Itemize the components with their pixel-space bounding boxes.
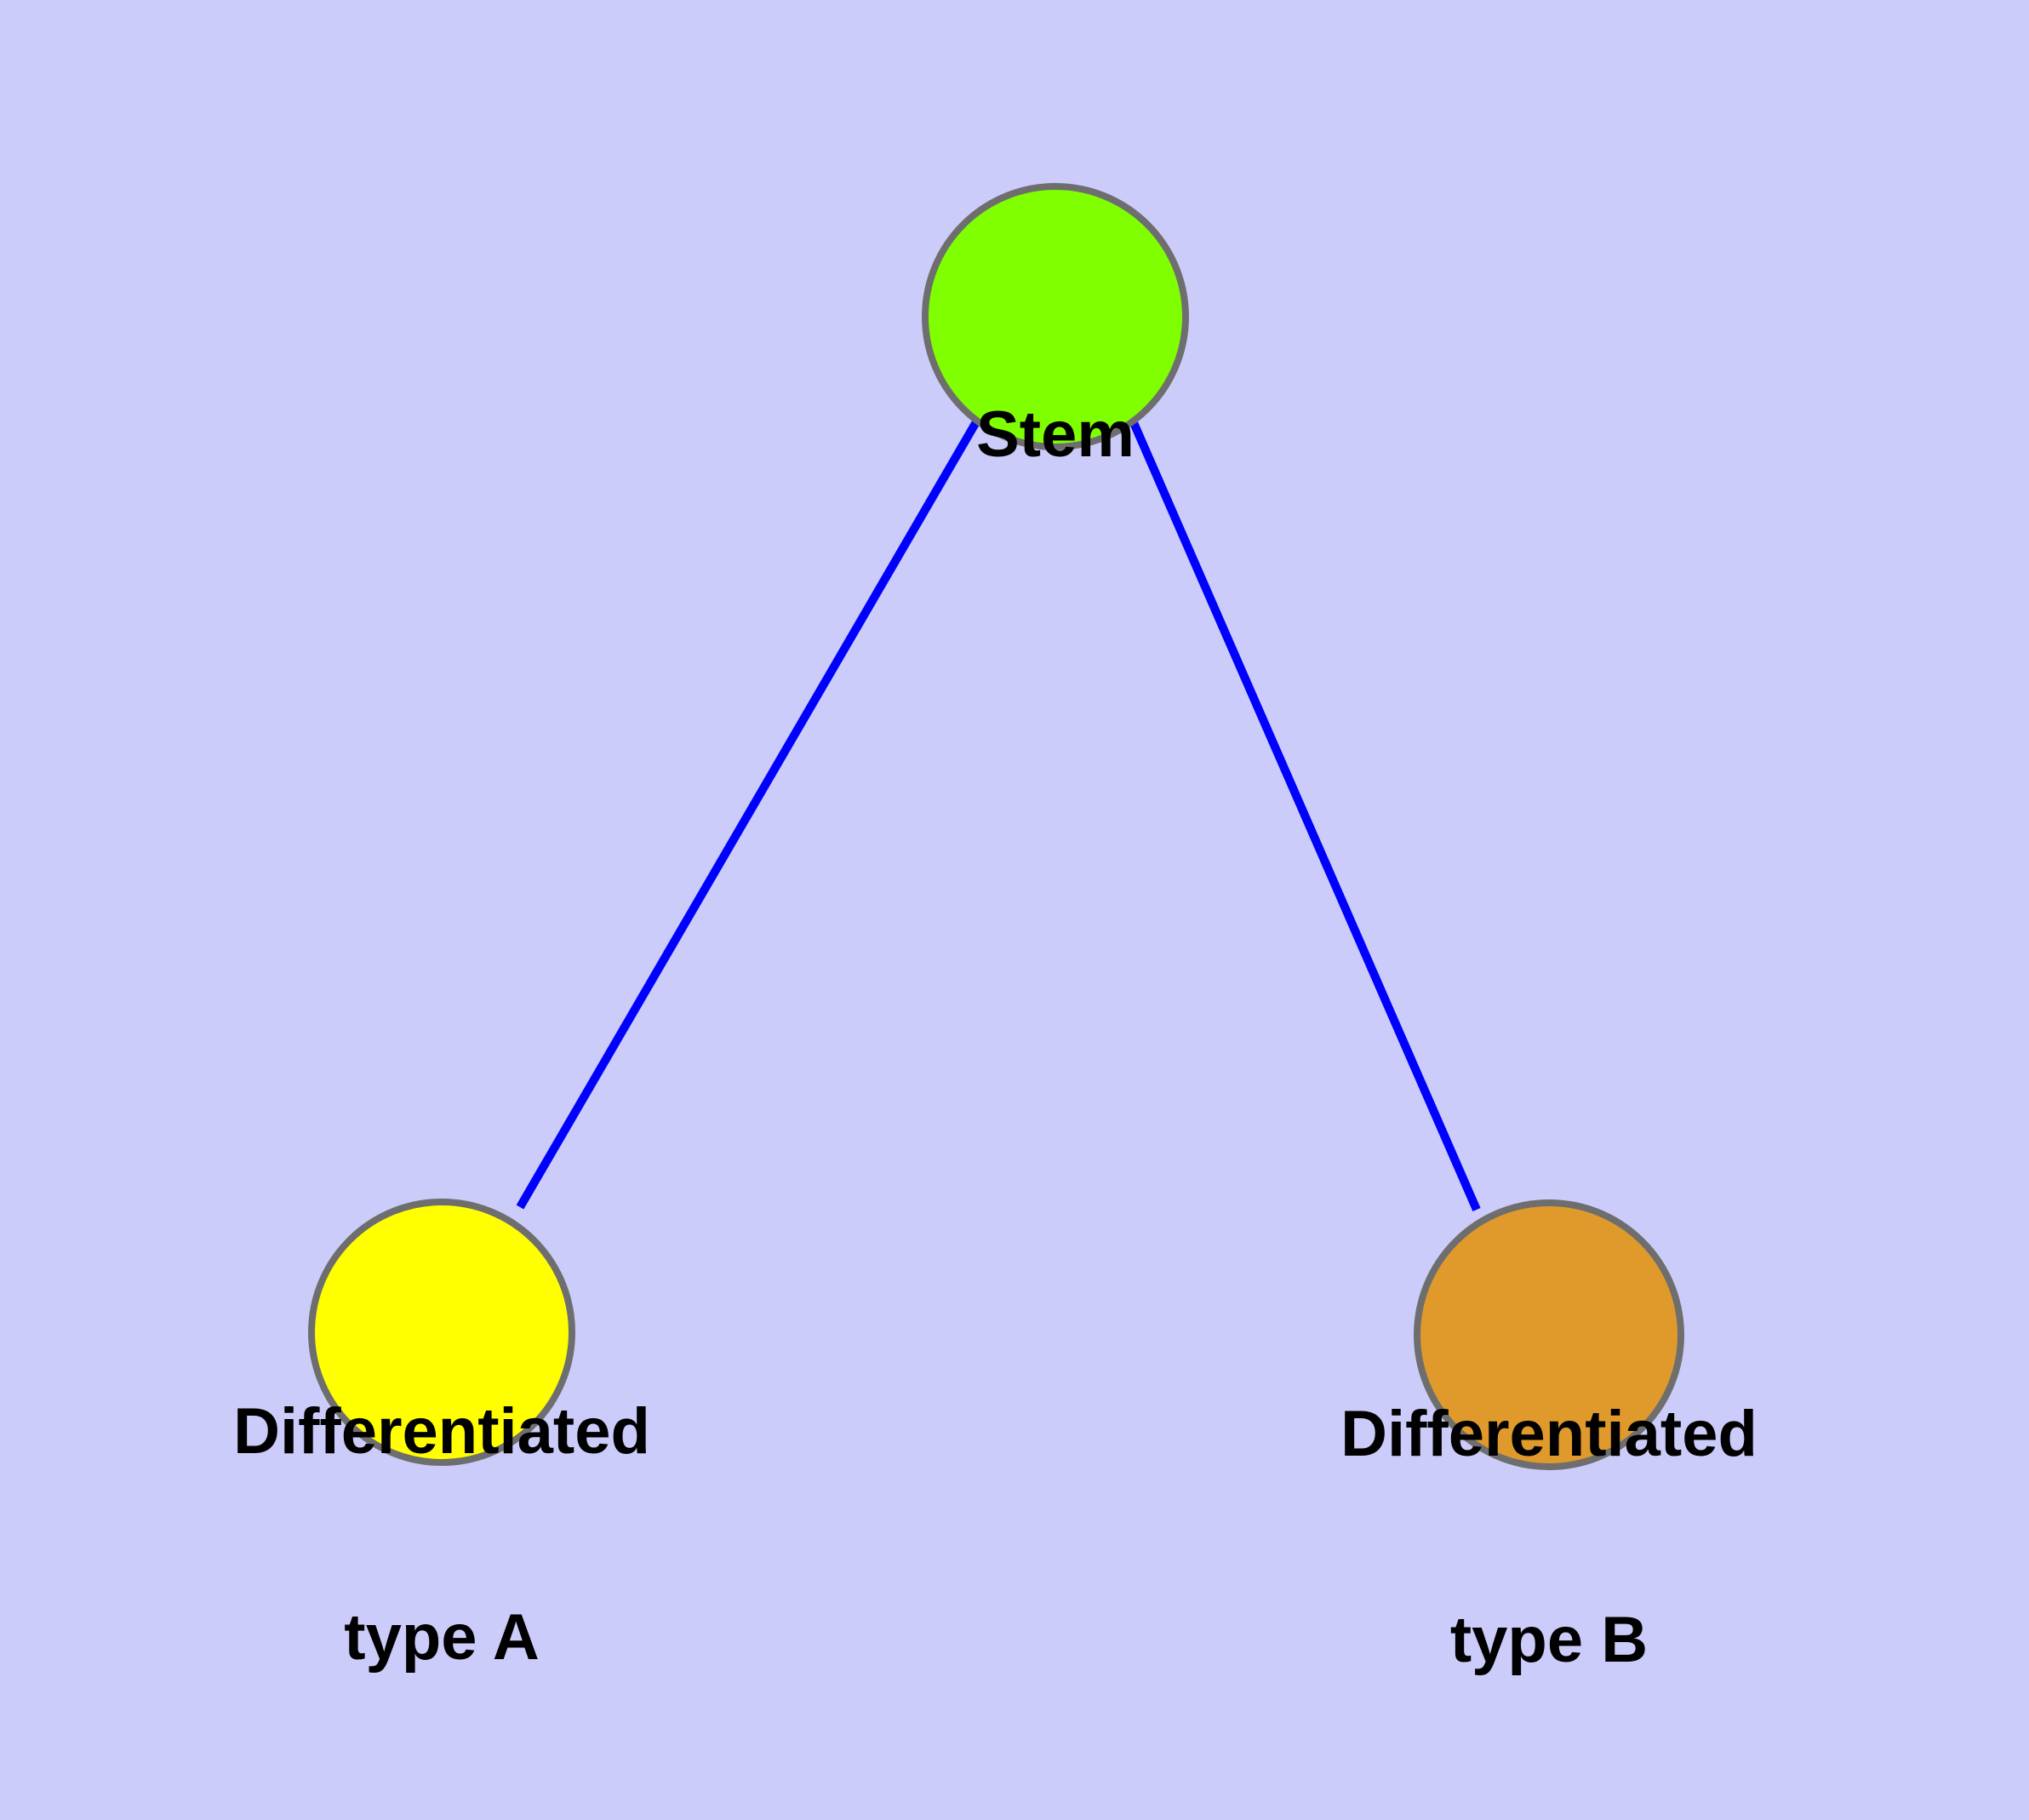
node-differentiated-type-b[interactable] [1414,1199,1684,1470]
edge-stem-to-differentiated-type-b [1128,417,1481,1211]
node-differentiated-type-a[interactable] [308,1199,575,1466]
edge-stem-to-differentiated-type-a [516,418,981,1210]
nodes-layer [308,183,1684,1470]
node-stem[interactable] [922,183,1189,450]
edges-layer [516,417,1481,1211]
